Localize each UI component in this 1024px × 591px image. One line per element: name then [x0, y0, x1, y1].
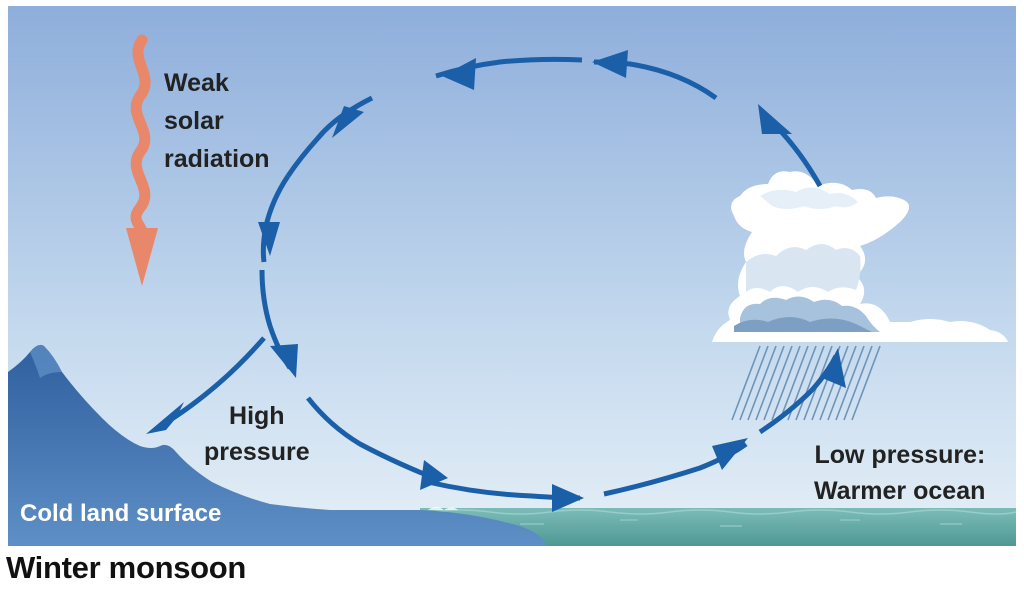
solar-label-line-3: radiation	[164, 145, 270, 173]
circulation-arrows	[168, 56, 839, 501]
high-pressure-label: High pressure	[204, 398, 310, 470]
arrowheads	[146, 50, 846, 512]
high-label-line-2: pressure	[204, 438, 310, 466]
cold-land	[8, 344, 548, 546]
rain-cloud-icon	[712, 171, 1008, 421]
solar-label-line-1: Weak	[164, 69, 229, 97]
diagram-caption: Winter monsoon	[6, 550, 247, 585]
solar-radiation-arrow	[126, 34, 158, 286]
low-pressure-label: Low pressure: Warmer ocean	[814, 437, 985, 509]
solar-radiation-label: Weak solar radiation	[164, 64, 270, 178]
high-label-line-1: High	[229, 402, 285, 430]
low-label-line-1: Low pressure:	[814, 441, 986, 469]
low-label-line-2: Warmer ocean	[814, 477, 986, 505]
solar-label-line-2: solar	[164, 107, 224, 135]
cold-land-label: Cold land surface	[20, 500, 222, 527]
